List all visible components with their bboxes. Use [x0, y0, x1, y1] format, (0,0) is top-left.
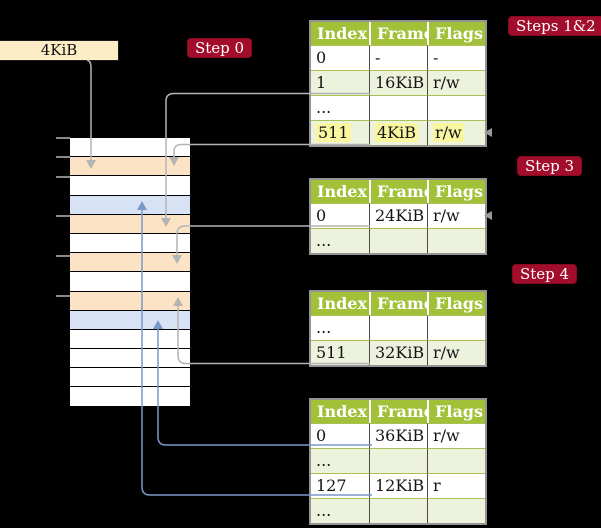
- memory-tick: [56, 295, 70, 297]
- table-cell: ...: [311, 95, 369, 120]
- table-cell: 4KiB: [369, 120, 427, 145]
- badge-step-4: Step 4: [512, 264, 578, 284]
- table-cell: 511: [311, 120, 369, 145]
- memory-frame-row-8: [70, 272, 190, 292]
- column-header-frame: Frame: [369, 400, 427, 423]
- table-cell: -: [369, 45, 427, 70]
- page-table-step-4: Index Frame Flags ... 511 32KiB r/w: [309, 290, 487, 367]
- memory-frame-row-14: [70, 387, 190, 407]
- page-table-step-3: Index Frame Flags 0 24KiB r/w ...: [309, 178, 487, 255]
- table-cell: ...: [311, 228, 369, 253]
- memory-frame-row-11: [70, 329, 190, 350]
- badge-step-3: Step 3: [517, 156, 583, 176]
- table-cell: [427, 448, 485, 473]
- physical-memory-column: [70, 138, 190, 407]
- table-cell: r/w: [427, 203, 485, 228]
- frame-4kib-label: 4KiB: [40, 41, 78, 59]
- table-cell: 24KiB: [369, 203, 427, 228]
- table-cell: r/w: [427, 423, 485, 448]
- table-cell: [427, 95, 485, 120]
- column-header-index: Index: [311, 22, 369, 45]
- column-header-index: Index: [311, 180, 369, 203]
- memory-frame-row-2: [70, 157, 190, 177]
- memory-tick: [56, 255, 70, 257]
- table-cell: 36KiB: [369, 423, 427, 448]
- memory-tick: [56, 137, 70, 139]
- highlighted-value: 4KiB: [375, 123, 419, 142]
- table-cell: [427, 228, 485, 253]
- table-cell: [369, 315, 427, 340]
- table-cell: 0: [311, 423, 369, 448]
- table-cell: ...: [311, 448, 369, 473]
- table-cell: 0: [311, 203, 369, 228]
- table-cell: [369, 95, 427, 120]
- frame-4kib-label-box: 4KiB: [0, 40, 119, 61]
- column-header-frame: Frame: [369, 22, 427, 45]
- table-cell: [369, 448, 427, 473]
- badge-step-0: Step 0: [187, 38, 253, 58]
- memory-frame-row-3: [70, 176, 190, 196]
- table-cell: 1: [311, 70, 369, 95]
- table-cell: 127: [311, 473, 369, 498]
- table-cell: 12KiB: [369, 473, 427, 498]
- memory-frame-row-5: [70, 214, 190, 234]
- table-cell: r/w: [427, 340, 485, 365]
- table-cell: [369, 228, 427, 253]
- memory-frame-row-13: [70, 368, 190, 388]
- table-cell: ...: [311, 315, 369, 340]
- memory-frame-row-7: [70, 253, 190, 273]
- memory-frame-row-10: [70, 310, 190, 330]
- table-cell: r/w: [427, 120, 485, 145]
- memory-frame-row-12: [70, 349, 190, 369]
- table-cell: [369, 498, 427, 523]
- table-cell: [427, 498, 485, 523]
- page-table-steps-1-2: Index Frame Flags 0 - - 1 16KiB r/w ... …: [309, 20, 487, 147]
- memory-frame-row-4: [70, 195, 190, 215]
- column-header-flags: Flags: [427, 180, 485, 203]
- memory-frame-row-1: [70, 138, 190, 158]
- memory-tick: [56, 156, 70, 158]
- column-header-flags: Flags: [427, 400, 485, 423]
- memory-tick: [56, 176, 70, 178]
- memory-frame-row-9: [70, 291, 190, 311]
- table-cell: 32KiB: [369, 340, 427, 365]
- highlighted-value: 511: [316, 123, 351, 142]
- table-cell: ...: [311, 498, 369, 523]
- table-cell: 511: [311, 340, 369, 365]
- column-header-frame: Frame: [369, 180, 427, 203]
- table-cell: 16KiB: [369, 70, 427, 95]
- column-header-frame: Frame: [369, 292, 427, 315]
- column-header-flags: Flags: [427, 22, 485, 45]
- table-cell: 0: [311, 45, 369, 70]
- memory-tick: [56, 215, 70, 217]
- column-header-index: Index: [311, 292, 369, 315]
- table-cell: r/w: [427, 70, 485, 95]
- badge-steps-1-2: Steps 1&2: [508, 16, 601, 36]
- column-header-index: Index: [311, 400, 369, 423]
- highlighted-value: r/w: [433, 123, 464, 142]
- table-cell: r: [427, 473, 485, 498]
- page-table-level-1: Index Frame Flags 0 36KiB r/w ... 127 12…: [309, 398, 487, 525]
- table-cell: [427, 315, 485, 340]
- table-cell: -: [427, 45, 485, 70]
- memory-frame-row-6: [70, 233, 190, 254]
- column-header-flags: Flags: [427, 292, 485, 315]
